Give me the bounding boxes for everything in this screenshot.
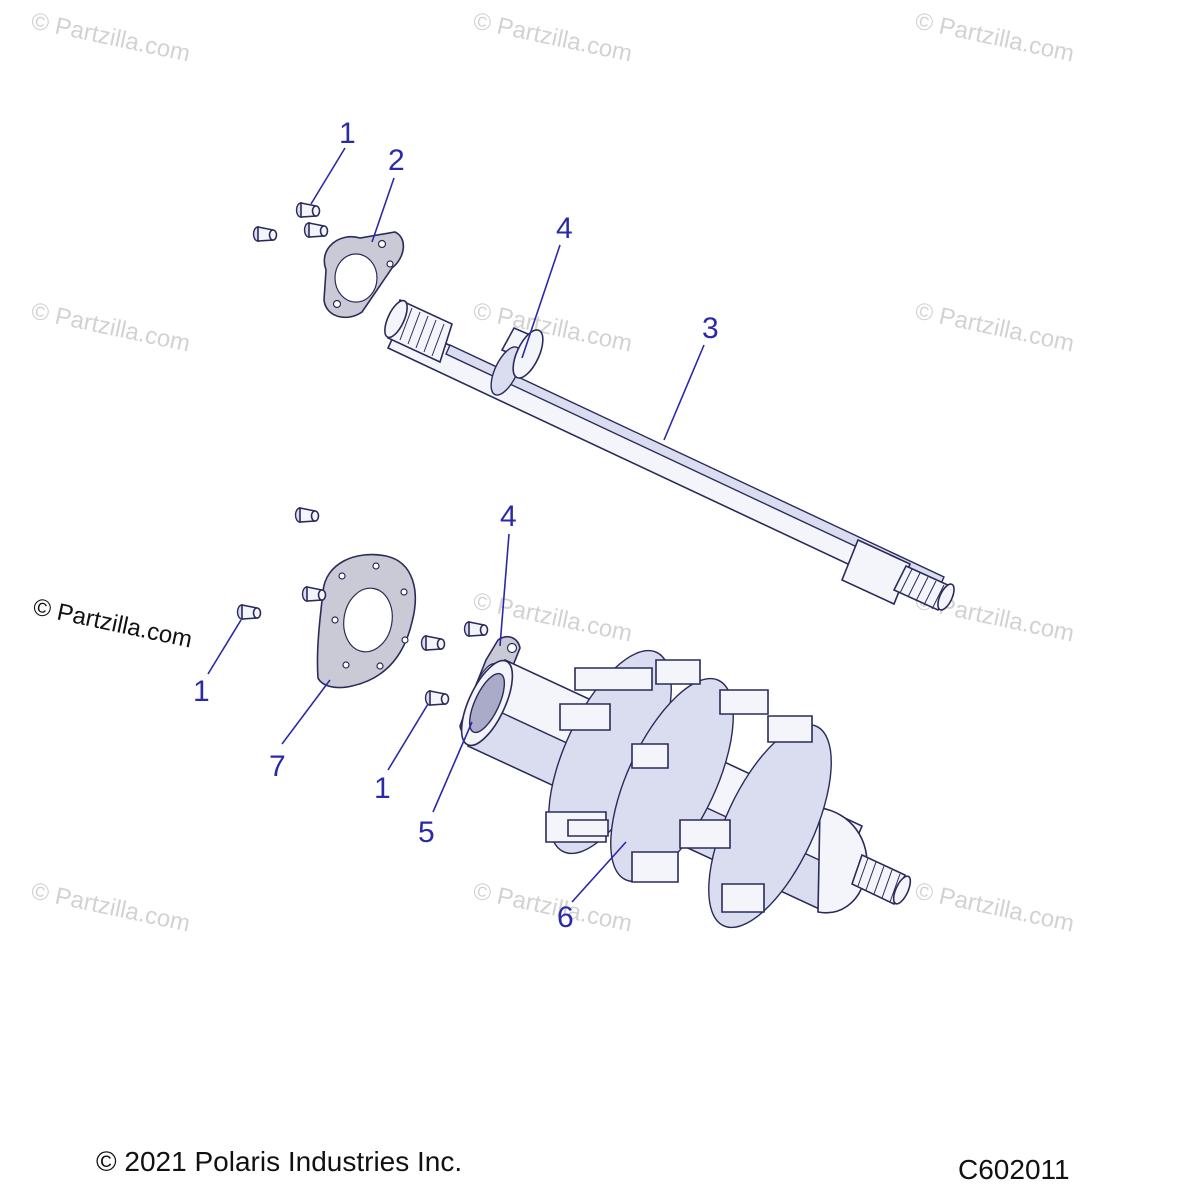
bolt-group-upper [252, 202, 329, 242]
callout-bearing-flange-top: 2 [371, 144, 405, 243]
bolt-icon [463, 621, 489, 637]
watermark: © Partzilla.com [29, 877, 193, 937]
callout-number: 3 [702, 312, 719, 345]
callout-bolt-top: 1 [310, 117, 356, 205]
bolt-icon [303, 222, 329, 238]
watermark: © Partzilla.com [471, 7, 635, 67]
bolt-icon [294, 507, 320, 523]
callout-number: 1 [339, 117, 356, 150]
bolt-icon [301, 586, 327, 602]
bolt-icon [420, 635, 446, 651]
watermark: © Partzilla.com [913, 877, 1077, 937]
bolt-icon [252, 226, 278, 242]
watermark: © Partzilla.com [471, 297, 635, 357]
callout-group: 1 2 4 3 4 1 7 1 [193, 117, 719, 934]
callout-number: 1 [193, 675, 210, 708]
bolt-group-lower [236, 507, 489, 706]
callout-number: 4 [556, 212, 573, 245]
bolt-icon [424, 690, 450, 706]
watermark: © Partzilla.com [29, 297, 193, 357]
watermark-prominent: © Partzilla.com [31, 593, 195, 653]
copyright-notice: © 2021 Polaris Industries Inc. [96, 1146, 463, 1177]
sprocket-wheel [545, 649, 672, 855]
callout-number: 1 [374, 772, 391, 805]
callout-number: 4 [500, 500, 517, 533]
watermark: © Partzilla.com [913, 7, 1077, 67]
watermark: © Partzilla.com [471, 877, 635, 937]
callout-number: 2 [388, 144, 405, 177]
bolt-icon [295, 202, 321, 218]
bearing-flange-upper [323, 231, 405, 319]
sprocket-wheel [679, 689, 832, 929]
callout-bearing-flange-lower: 5 [418, 721, 473, 849]
callout-seal-lower: 4 [499, 500, 517, 647]
bolt-icon [236, 604, 262, 620]
callout-plate: 7 [269, 679, 331, 783]
sprocket-wheel [610, 659, 734, 883]
watermark: © Partzilla.com [913, 297, 1077, 357]
watermark: © Partzilla.com [29, 7, 193, 67]
callout-seal-top: 4 [521, 212, 573, 359]
seal-upper [490, 326, 544, 396]
callout-number: 7 [269, 750, 286, 783]
callout-number: 5 [418, 816, 435, 849]
callout-drive-shaft: 3 [663, 312, 719, 441]
callout-bolt-left: 1 [193, 619, 242, 708]
callout-drive-sprocket: 6 [557, 841, 627, 934]
drive-sprocket-assembly [460, 649, 912, 929]
diagram-code: C602011 [958, 1154, 1070, 1185]
callout-number: 6 [557, 901, 574, 934]
callout-bolt-lower: 1 [374, 703, 429, 805]
drive-shaft [384, 298, 955, 612]
watermark: © Partzilla.com [471, 587, 635, 647]
plate [316, 553, 417, 689]
